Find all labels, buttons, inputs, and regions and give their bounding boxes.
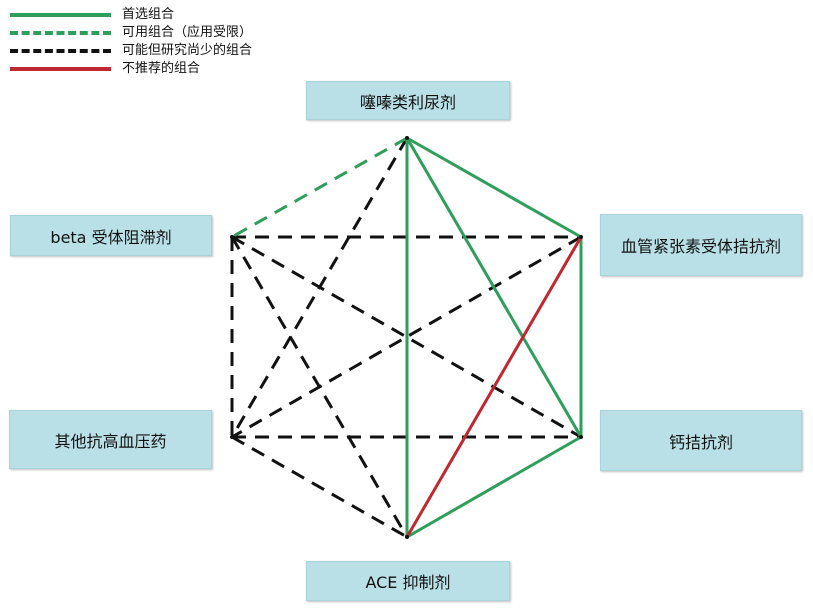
legend-label-not-recommended: 不推荐的组合 bbox=[122, 61, 201, 76]
edge-arb-other bbox=[231, 235, 582, 439]
legend-swatch-preferred bbox=[10, 13, 111, 17]
legend-label-possible: 可能但研究尚少的组合 bbox=[122, 43, 253, 58]
vertex-other bbox=[230, 435, 234, 439]
vertex-beta-blocker bbox=[230, 235, 234, 239]
edge-ace-arb bbox=[405, 236, 583, 538]
edge-ccb-ace bbox=[406, 435, 582, 539]
edge-diuretic-beta-blocker bbox=[231, 136, 408, 239]
vertex-diuretic bbox=[405, 136, 409, 140]
edge-diuretic-arb bbox=[406, 136, 582, 239]
edge-other-ace bbox=[231, 435, 408, 539]
legend-swatch-not-recommended bbox=[10, 67, 111, 71]
node-ace-inhibitor: ACE 抑制剂 bbox=[306, 561, 510, 601]
vertex-ace bbox=[405, 535, 409, 539]
legend-swatch-usable bbox=[10, 31, 111, 35]
node-diuretic: 噻嗪类利尿剂 bbox=[306, 81, 510, 120]
edge-beta-blocker-ccb bbox=[231, 235, 582, 439]
node-other-antihypertensive: 其他抗高血压药 bbox=[9, 410, 212, 469]
vertex-arb bbox=[579, 235, 583, 239]
vertex-ccb bbox=[579, 435, 583, 439]
edge-diuretic-ccb bbox=[405, 137, 583, 438]
legend-swatch-possible bbox=[10, 49, 111, 53]
node-beta-blocker: beta 受体阻滞剂 bbox=[10, 215, 212, 256]
legend-label-preferred: 首选组合 bbox=[122, 7, 175, 22]
node-arb: 血管紧张素受体拮抗剂 bbox=[600, 214, 802, 276]
legend-label-usable: 可用组合（应用受限） bbox=[122, 25, 253, 40]
node-ccb: 钙拮抗剂 bbox=[600, 410, 802, 471]
